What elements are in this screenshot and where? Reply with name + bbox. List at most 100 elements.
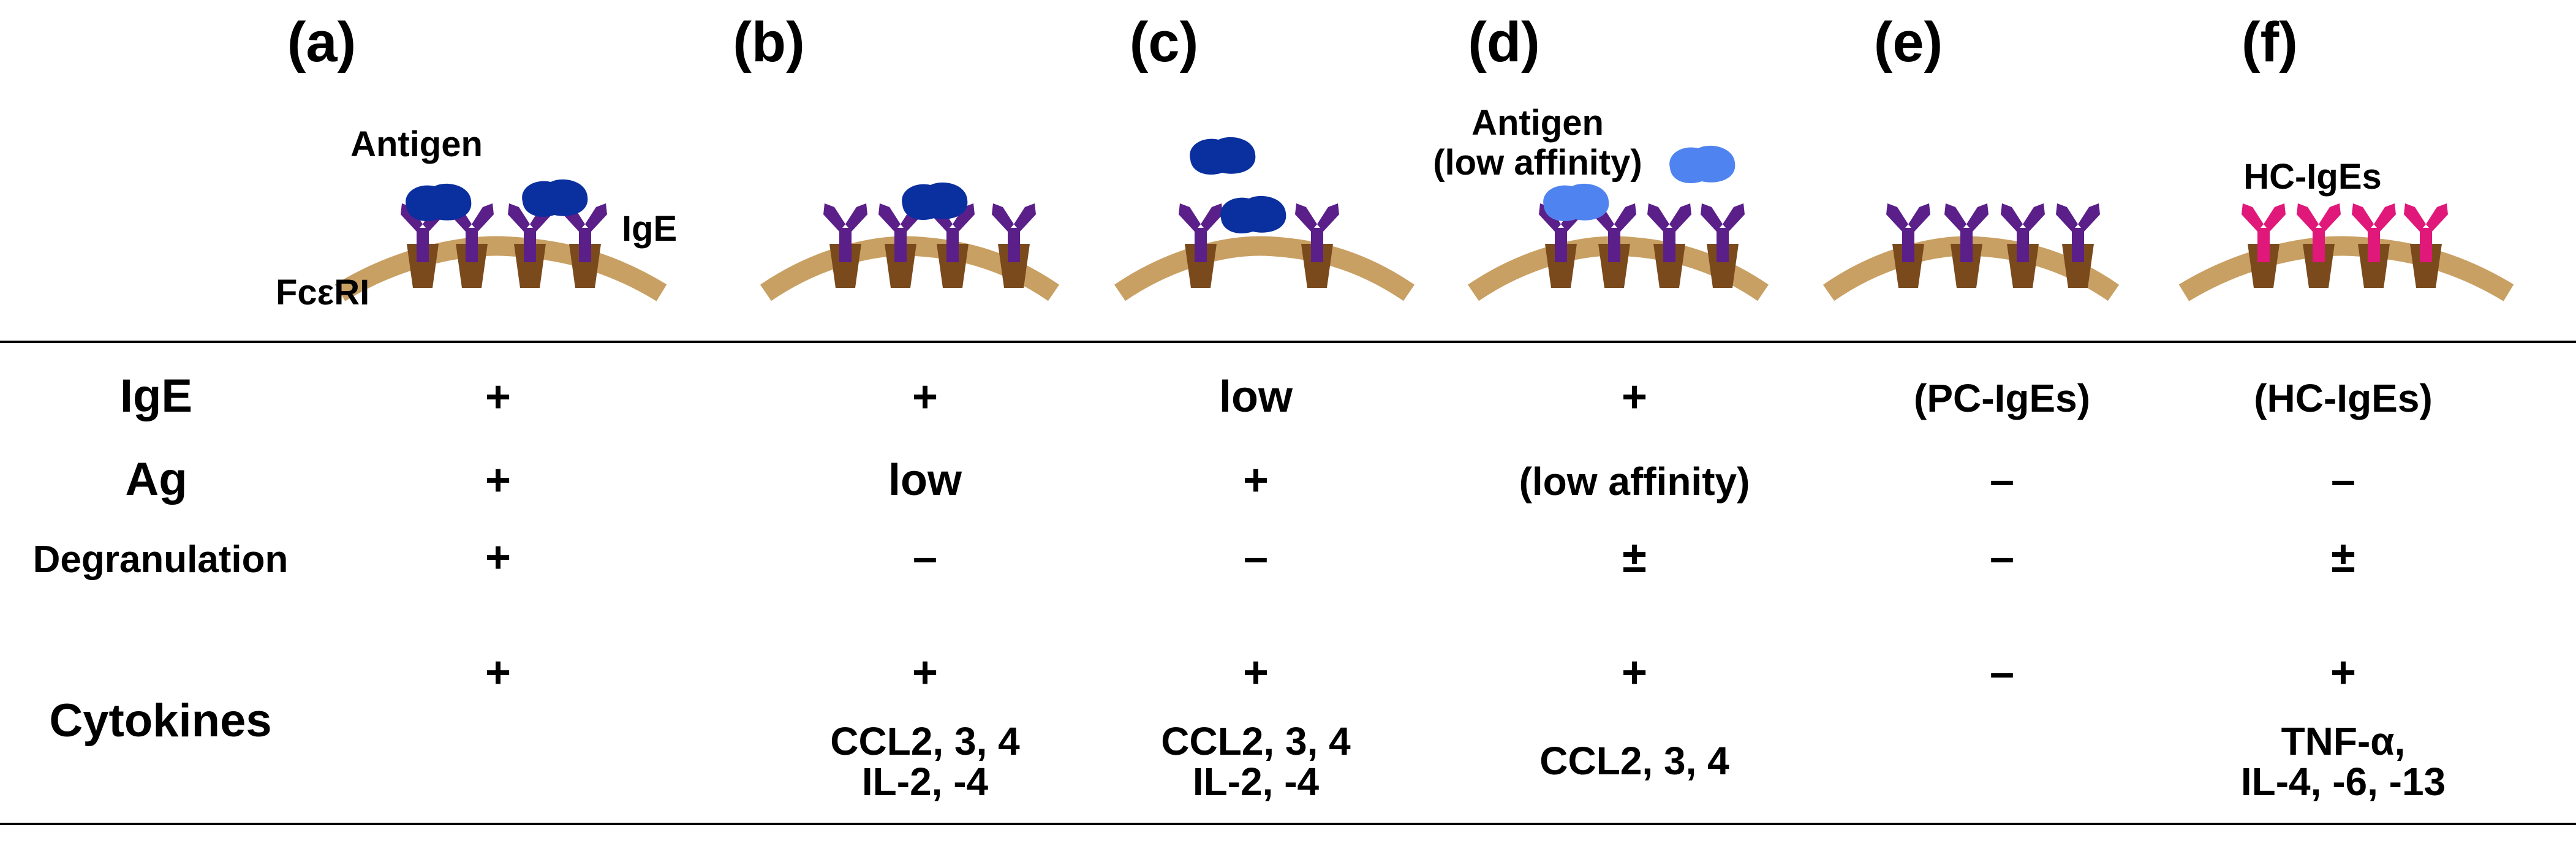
fcer1-receptor-a-4 <box>569 244 601 288</box>
fcer1-receptor-d-4 <box>1707 244 1739 288</box>
antigen-a-2 <box>522 179 588 217</box>
ige-d-2-right-arm <box>1614 203 1636 232</box>
ige-d-1-stem <box>1555 228 1567 262</box>
ige-c-2-right-arm <box>1317 203 1339 232</box>
ige-e-2-stem <box>1960 228 1973 262</box>
ige-e-3-stem <box>2017 228 2029 262</box>
panel-illustrations <box>334 137 2514 301</box>
ige-a-3-stem <box>524 228 536 262</box>
ige-e-2 <box>1944 203 1989 262</box>
hc-ige-f-4-right-arm <box>2426 203 2448 232</box>
cell-cytokines-a: + <box>485 648 511 697</box>
cell-ige-d: + <box>1622 372 1647 421</box>
ige-e-4 <box>2056 203 2100 262</box>
panel-illustration-b <box>760 182 1060 301</box>
ige-d-3 <box>1647 203 1691 262</box>
antigen-c-2 <box>1220 195 1286 234</box>
hc-ige-f-4-stem <box>2420 228 2432 262</box>
hc-ige-f-1 <box>2242 203 2286 262</box>
antigen-d-2 <box>1669 145 1736 184</box>
ige-c-2 <box>1295 203 1339 262</box>
fcer1-receptor-c-2 <box>1301 244 1333 288</box>
cytokine-detail-f-line2: IL-4, -6, -13 <box>2241 760 2446 804</box>
ige-c-2-stem <box>1311 228 1323 262</box>
ige-c-2-left-arm <box>1295 203 1317 232</box>
panel-label-e: (e) <box>1874 11 1943 74</box>
ige-b-4-stem <box>1008 228 1020 262</box>
ige-b-4-left-arm <box>992 203 1014 232</box>
cell-cytokines-b: + <box>912 648 938 697</box>
ige-d-3-right-arm <box>1669 203 1691 232</box>
cytokine-detail-b-line1: CCL2, 3, 4 <box>830 719 1020 763</box>
antigen-d-1 <box>1543 183 1609 222</box>
cytokine-detail-b-line2: IL-2, -4 <box>862 760 989 804</box>
ige-e-1-stem <box>1902 228 1914 262</box>
ige-label-a: IgE <box>622 209 677 249</box>
ige-d-2-stem <box>1608 228 1620 262</box>
cell-ag-a: + <box>485 456 511 505</box>
cell-degranulation-a: + <box>485 533 511 582</box>
panel-illustration-a <box>334 179 667 301</box>
hc-ige-f-3-stem <box>2368 228 2380 262</box>
row-cytokines: + + + + – + <box>485 648 2356 697</box>
ige-b-2-stem <box>894 228 907 262</box>
fcer1-receptor-e-2 <box>1951 244 1982 288</box>
ige-a-2-stem <box>466 228 478 262</box>
ige-b-1-left-arm <box>823 203 845 232</box>
fcer1-receptor-d-3 <box>1653 244 1685 288</box>
fcer1-receptor-a-2 <box>456 244 488 288</box>
membrane-c <box>1114 236 1415 301</box>
cell-ag-c: + <box>1243 456 1269 505</box>
cytokine-detail-d-line1: CCL2, 3, 4 <box>1539 739 1729 783</box>
cell-ag-f: – <box>2331 456 2355 505</box>
illustration-annotations: Antigen IgE FcεRI Antigen (low affinity)… <box>276 103 2382 312</box>
cytokine-details: CCL2, 3, 4 IL-2, -4 CCL2, 3, 4 IL-2, -4 … <box>830 719 2446 804</box>
fcer1-receptor-b-2 <box>885 244 916 288</box>
cytokine-detail-c-line2: IL-2, -4 <box>1193 760 1320 804</box>
hc-ige-f-1-right-arm <box>2264 203 2286 232</box>
panel-label-f: (f) <box>2242 11 2298 74</box>
cell-cytokines-e: – <box>1990 648 2014 697</box>
cell-ag-e: – <box>1990 456 2014 505</box>
ige-d-4-right-arm <box>1723 203 1745 232</box>
fcer1-receptor-f-1 <box>2248 244 2279 288</box>
ige-d-3-stem <box>1663 228 1675 262</box>
ige-e-2-left-arm <box>1944 203 1966 232</box>
ige-b-2-left-arm <box>878 203 901 232</box>
cell-degranulation-c: – <box>1244 533 1268 582</box>
fcer1-receptor-e-1 <box>1892 244 1924 288</box>
cytokine-detail-c-line1: CCL2, 3, 4 <box>1161 719 1351 763</box>
ige-e-3 <box>2001 203 2045 262</box>
fcer1-receptor-d-2 <box>1598 244 1630 288</box>
row-header-ige: IgE <box>120 370 192 422</box>
panel-label-b: (b) <box>733 11 804 74</box>
ige-e-1-left-arm <box>1886 203 1908 232</box>
ige-e-4-stem <box>2072 228 2084 262</box>
row-header-degranulation: Degranulation <box>33 538 289 581</box>
hc-ige-f-4-left-arm <box>2404 203 2426 232</box>
row-ag: + low + (low affinity) – – <box>485 456 2355 505</box>
ige-b-1-stem <box>839 228 852 262</box>
antigen-label-a: Antigen <box>350 124 483 164</box>
hc-ige-f-1-stem <box>2257 228 2270 262</box>
cell-cytokines-f: + <box>2330 648 2356 697</box>
panel-label-c: (c) <box>1130 11 1198 74</box>
fcer1-receptor-a-1 <box>407 244 439 288</box>
fcer1-receptor-f-2 <box>2303 244 2335 288</box>
ige-b-4-right-arm <box>1014 203 1036 232</box>
ige-e-2-right-arm <box>1966 203 1989 232</box>
ige-c-1-left-arm <box>1179 203 1201 232</box>
ige-e-1-right-arm <box>1908 203 1930 232</box>
ige-c-1-stem <box>1195 228 1207 262</box>
row-headers: IgE Ag Degranulation Cytokines <box>33 370 289 747</box>
row-ige: + + low + (PC-IgEs) (HC-IgEs) <box>485 372 2433 421</box>
cell-ige-c: low <box>1219 372 1293 421</box>
fcer1-receptor-b-3 <box>937 244 969 288</box>
fcer1-receptor-c-1 <box>1185 244 1217 288</box>
fcer1-receptor-b-4 <box>998 244 1030 288</box>
antigen-low-affinity-label-line1: Antigen <box>1471 103 1604 143</box>
ige-b-1-right-arm <box>845 203 867 232</box>
cell-degranulation-e: – <box>1990 533 2014 582</box>
fcer1-receptor-f-3 <box>2358 244 2390 288</box>
